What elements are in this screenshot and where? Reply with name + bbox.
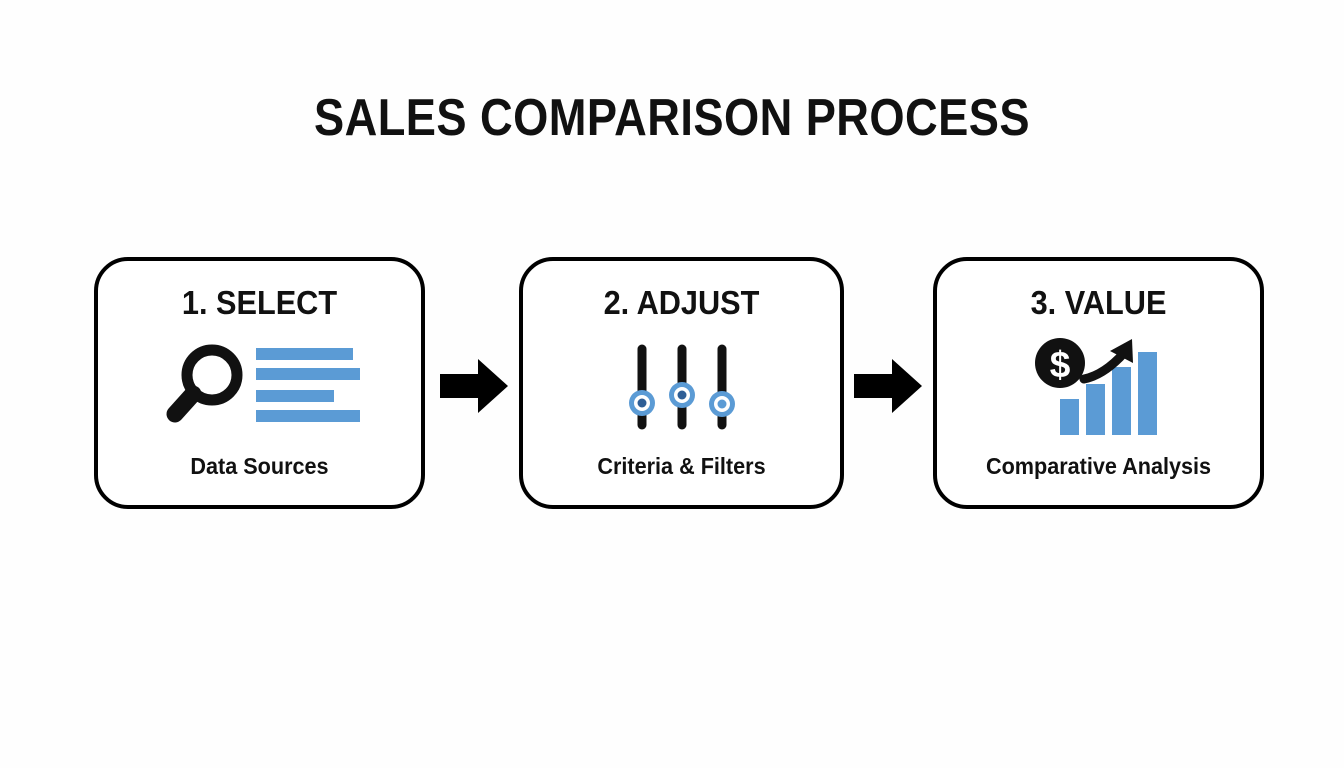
right-arrow-icon: [854, 359, 922, 413]
dollar-growth-chart-icon: $: [937, 338, 1260, 435]
magnifier-handle-icon: [166, 385, 201, 423]
step-card-select[interactable]: 1. SELECT Data Sources: [94, 257, 425, 509]
right-arrow-graphic: [440, 359, 508, 413]
step-caption: Data Sources: [190, 453, 329, 479]
magnifier-lens-icon: [181, 344, 242, 406]
dollar-growth-chart-graphic: $: [1034, 338, 1157, 435]
slider-knob-center: [717, 399, 726, 409]
sliders-icon: [523, 339, 840, 435]
growth-bar: [1085, 384, 1105, 435]
list-bar: [255, 390, 334, 402]
right-arrow-graphic: [854, 359, 922, 413]
page-title: SALES COMPARISON PROCESS: [314, 89, 1030, 147]
step-caption: Comparative Analysis: [985, 453, 1212, 479]
list-bar: [255, 368, 360, 380]
step-heading: 3. VALUE: [1030, 284, 1167, 321]
step-heading: 1. SELECT: [181, 284, 338, 321]
step-card-value[interactable]: 3. VALUE $ Comparative Analysis: [933, 257, 1264, 509]
upward-trend-arrow-head-icon: [1109, 339, 1133, 363]
process-flow: 1. SELECT Data Sources 2. ADJUST: [94, 257, 1264, 509]
step-caption: Criteria & Filters: [597, 453, 766, 479]
slider-knob-center: [637, 398, 646, 408]
magnifier-with-list-icon: [98, 339, 421, 435]
growth-bar: [1059, 399, 1079, 435]
step-heading: 2. ADJUST: [603, 284, 760, 321]
list-bar: [255, 348, 353, 360]
slider-knob-center: [677, 390, 686, 400]
dollar-coin-icon: [1034, 338, 1085, 388]
growth-bar: [1137, 352, 1157, 435]
dollar-symbol: $: [1049, 344, 1070, 385]
right-arrow-icon: [440, 359, 508, 413]
sliders-graphic: [628, 344, 735, 430]
step-card-adjust[interactable]: 2. ADJUST: [519, 257, 844, 509]
growth-bar: [1111, 367, 1131, 435]
magnifier-with-list-graphic: [166, 344, 360, 423]
list-bar: [255, 410, 360, 422]
